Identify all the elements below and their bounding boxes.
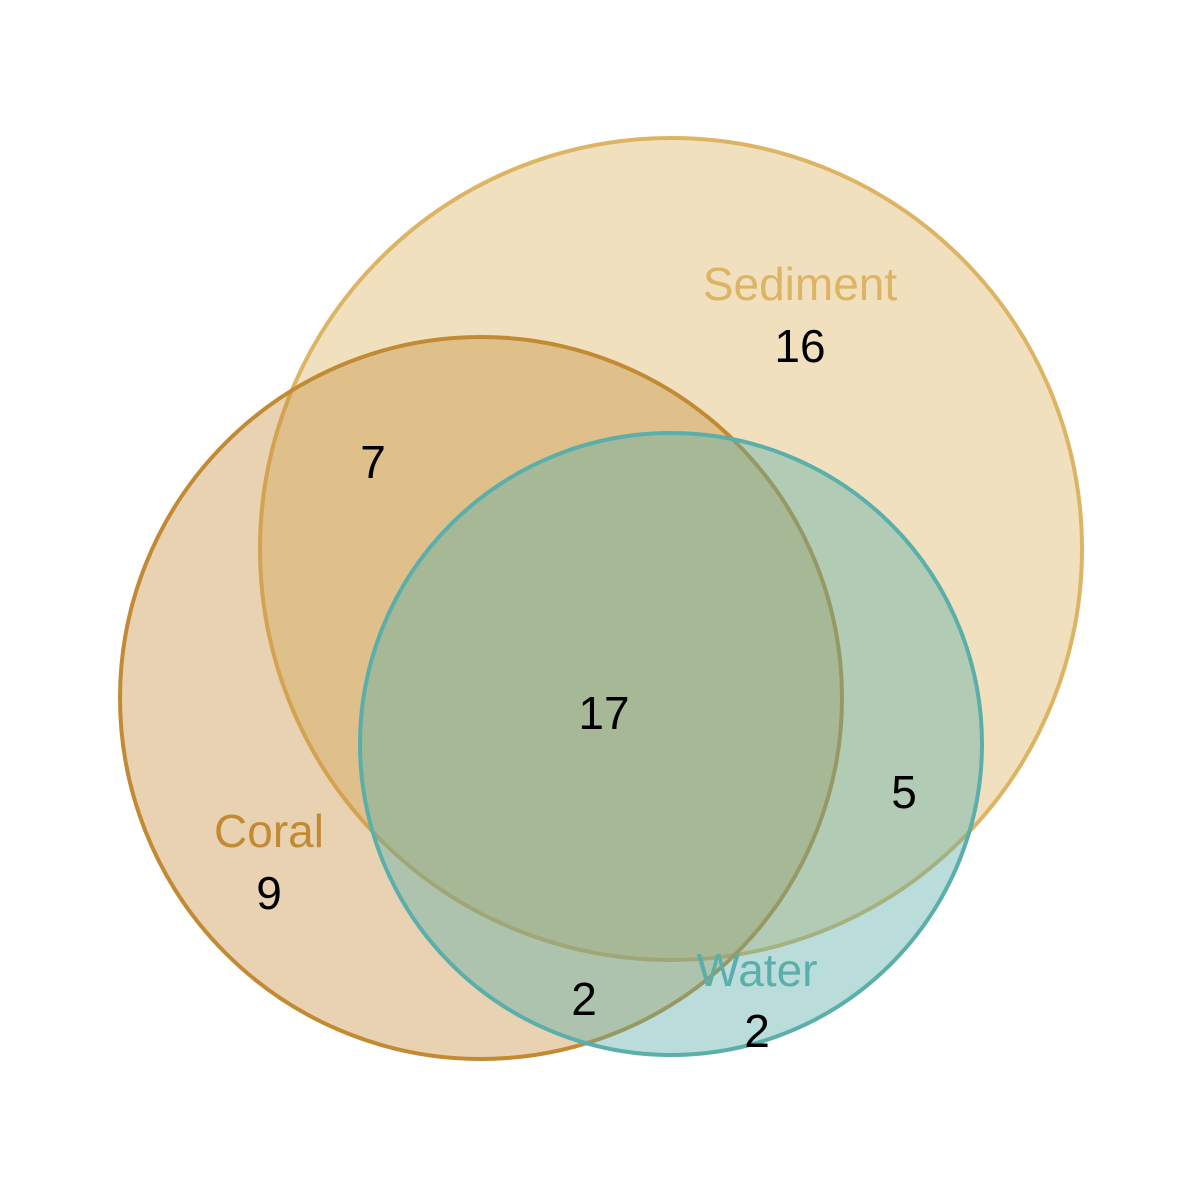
coral-label: Coral: [214, 805, 324, 857]
count-coral-water: 2: [571, 973, 597, 1025]
count-coral-only: 9: [256, 867, 282, 919]
count-sediment-only: 16: [774, 320, 825, 372]
water-label: Water: [697, 944, 818, 996]
count-all-three: 17: [578, 687, 629, 739]
count-sediment-water: 5: [891, 766, 917, 818]
count-water-only: 2: [744, 1005, 770, 1057]
water-circle: [358, 431, 984, 1057]
sediment-circle: [258, 136, 1084, 962]
sediment-label: Sediment: [703, 258, 898, 310]
coral-circle: [118, 335, 844, 1061]
count-coral-sediment: 7: [360, 436, 386, 488]
